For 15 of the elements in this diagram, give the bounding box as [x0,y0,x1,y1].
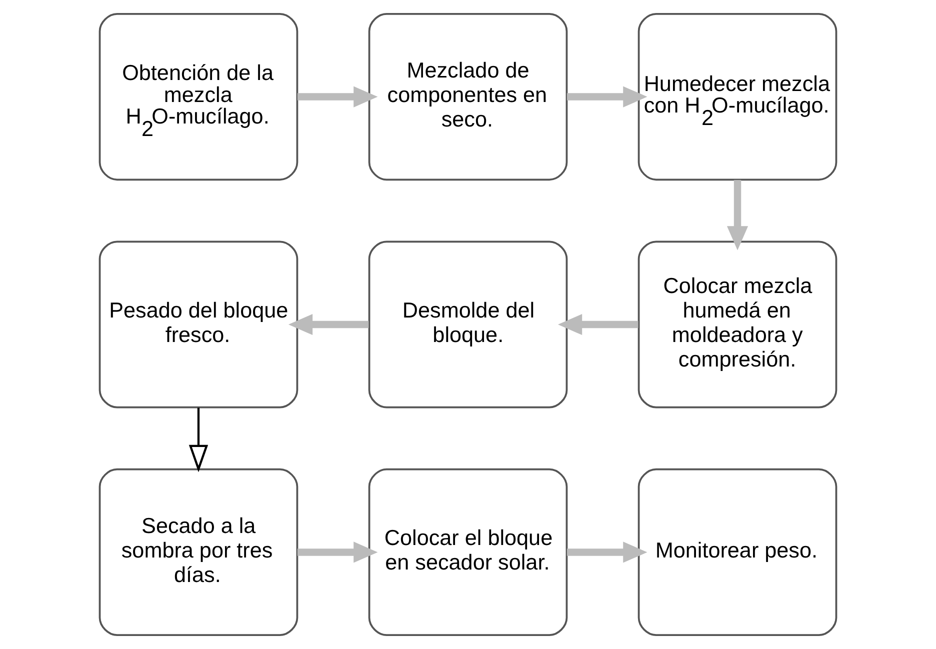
arrow [288,314,369,336]
node-box: Monitorear peso. [638,468,838,636]
node-box: Pesado del bloque fresco. [98,240,298,408]
node-box: Mezclado de componentes en seco. [368,12,568,181]
node-box: Colocar el bloque en secador solar. [368,468,568,636]
arrow [726,180,748,250]
arrow [566,86,648,108]
arrow [297,542,378,563]
arrow [297,86,378,108]
arrow [566,542,648,563]
arrow [188,408,208,472]
arrow [558,314,638,336]
node-box: Desmolde del bloque. [368,240,568,408]
node-box: Secado a la sombra por tres días. [98,468,298,636]
node-box: Colocar mezcla humedá en moldeadora y compresión. [638,240,838,408]
